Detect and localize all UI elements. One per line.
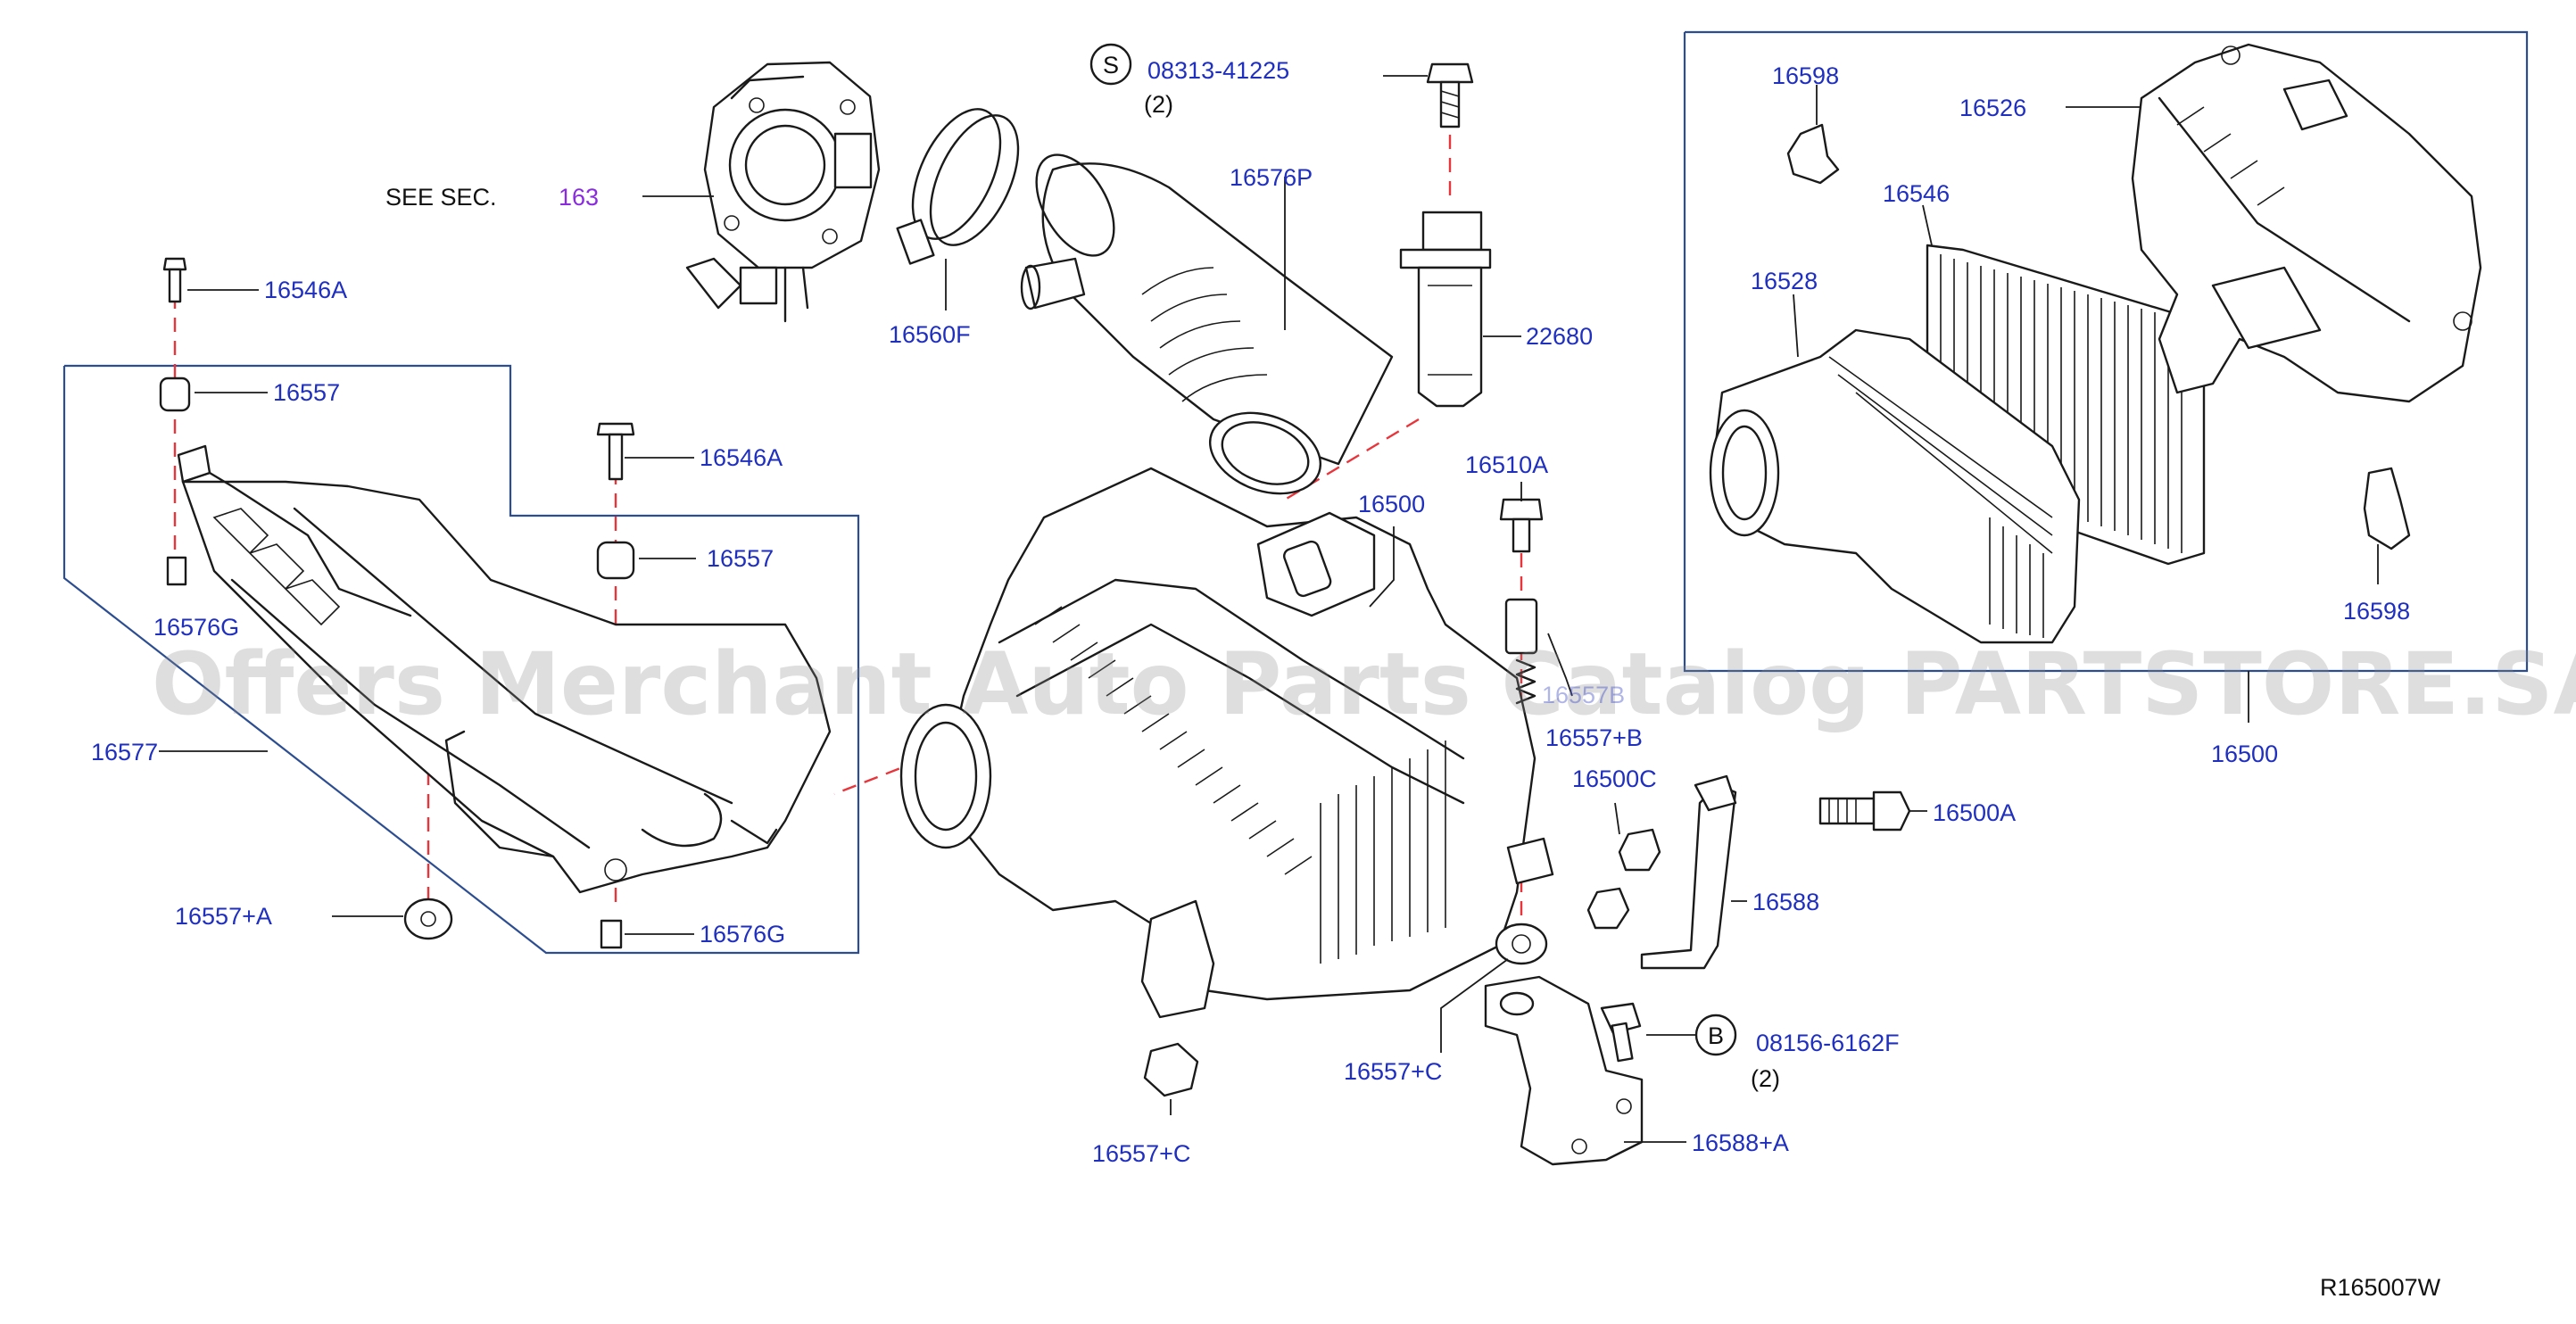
air-cleaner-cover-illustration <box>177 444 832 894</box>
symbol-b-circle <box>1694 1014 1737 1056</box>
label-16560F: 16560F <box>889 321 971 348</box>
label-16546-right: 16546 <box>1883 180 1950 207</box>
throttle-body-illustration <box>685 61 881 323</box>
symbol-s: S <box>1103 52 1119 79</box>
see-section-prefix: SEE SEC. <box>385 184 497 211</box>
label-16500-center: 16500 <box>1358 491 1425 517</box>
label-16546A-top: 16546A <box>264 277 347 303</box>
label-16576P: 16576P <box>1230 164 1313 191</box>
label-16598-bottom: 16598 <box>2343 598 2410 625</box>
label-16510A: 16510A <box>1465 451 1548 478</box>
label-16528: 16528 <box>1751 268 1818 294</box>
label-16557C-bottom: 16557+C <box>1092 1140 1190 1167</box>
maf-sensor-illustration <box>1399 211 1492 408</box>
label-16557C-right: 16557+C <box>1344 1058 1442 1085</box>
watermark: Offers Merchant Auto Parts Catalog PARTS… <box>152 634 2576 734</box>
bolt-08313-illustration <box>1426 62 1474 128</box>
air-cleaner-body-illustration <box>899 467 1554 1019</box>
left-group-frame <box>62 364 860 955</box>
small-parts <box>159 123 2411 1166</box>
symbol-b: B <box>1708 1022 1724 1049</box>
label-16588: 16588 <box>1752 889 1819 915</box>
label-16576G-bottom: 16576G <box>700 921 785 947</box>
label-16500-right: 16500 <box>2211 741 2278 767</box>
label-qty-b: (2) <box>1751 1065 1780 1092</box>
intake-duct-illustration <box>1020 153 1394 495</box>
label-qty-s: (2) <box>1144 91 1173 118</box>
label-16557B-obscured: 16557B <box>1542 682 1625 708</box>
label-16577: 16577 <box>91 739 158 765</box>
label-16557B: 16557+B <box>1545 724 1643 751</box>
standard-part-symbols: S B <box>1089 43 1737 1056</box>
label-16557A: 16557+A <box>175 903 272 930</box>
label-16557-mid: 16557 <box>707 545 774 572</box>
label-22680: 22680 <box>1526 323 1593 350</box>
label-16526: 16526 <box>1959 95 2026 121</box>
see-section-ref: 163 <box>559 184 599 211</box>
label-16546A-mid: 16546A <box>700 444 783 471</box>
label-16588A: 16588+A <box>1692 1130 1789 1156</box>
label-16598-top: 16598 <box>1772 62 1839 89</box>
right-group-frame <box>1683 30 2529 673</box>
label-16500C: 16500C <box>1572 765 1657 792</box>
label-16557-top: 16557 <box>273 379 340 406</box>
hose-clamp-illustration <box>896 108 1020 265</box>
diagram-code: R165007W <box>2320 1274 2441 1301</box>
label-16576G-left: 16576G <box>153 614 239 641</box>
label-16500A: 16500A <box>1933 799 2016 826</box>
label-08156-6162F: 08156-6162F <box>1756 1030 1900 1056</box>
lower-case-illustration <box>1709 328 2081 644</box>
symbol-s-circle <box>1089 43 1132 86</box>
leader-lines <box>159 75 2379 1143</box>
label-08313-41225: 08313-41225 <box>1147 57 1289 84</box>
part-labels: SEE SEC. 163 08313-41225 (2) 08156-6162F… <box>91 57 2441 1301</box>
upper-cover-illustration <box>2131 43 2482 403</box>
